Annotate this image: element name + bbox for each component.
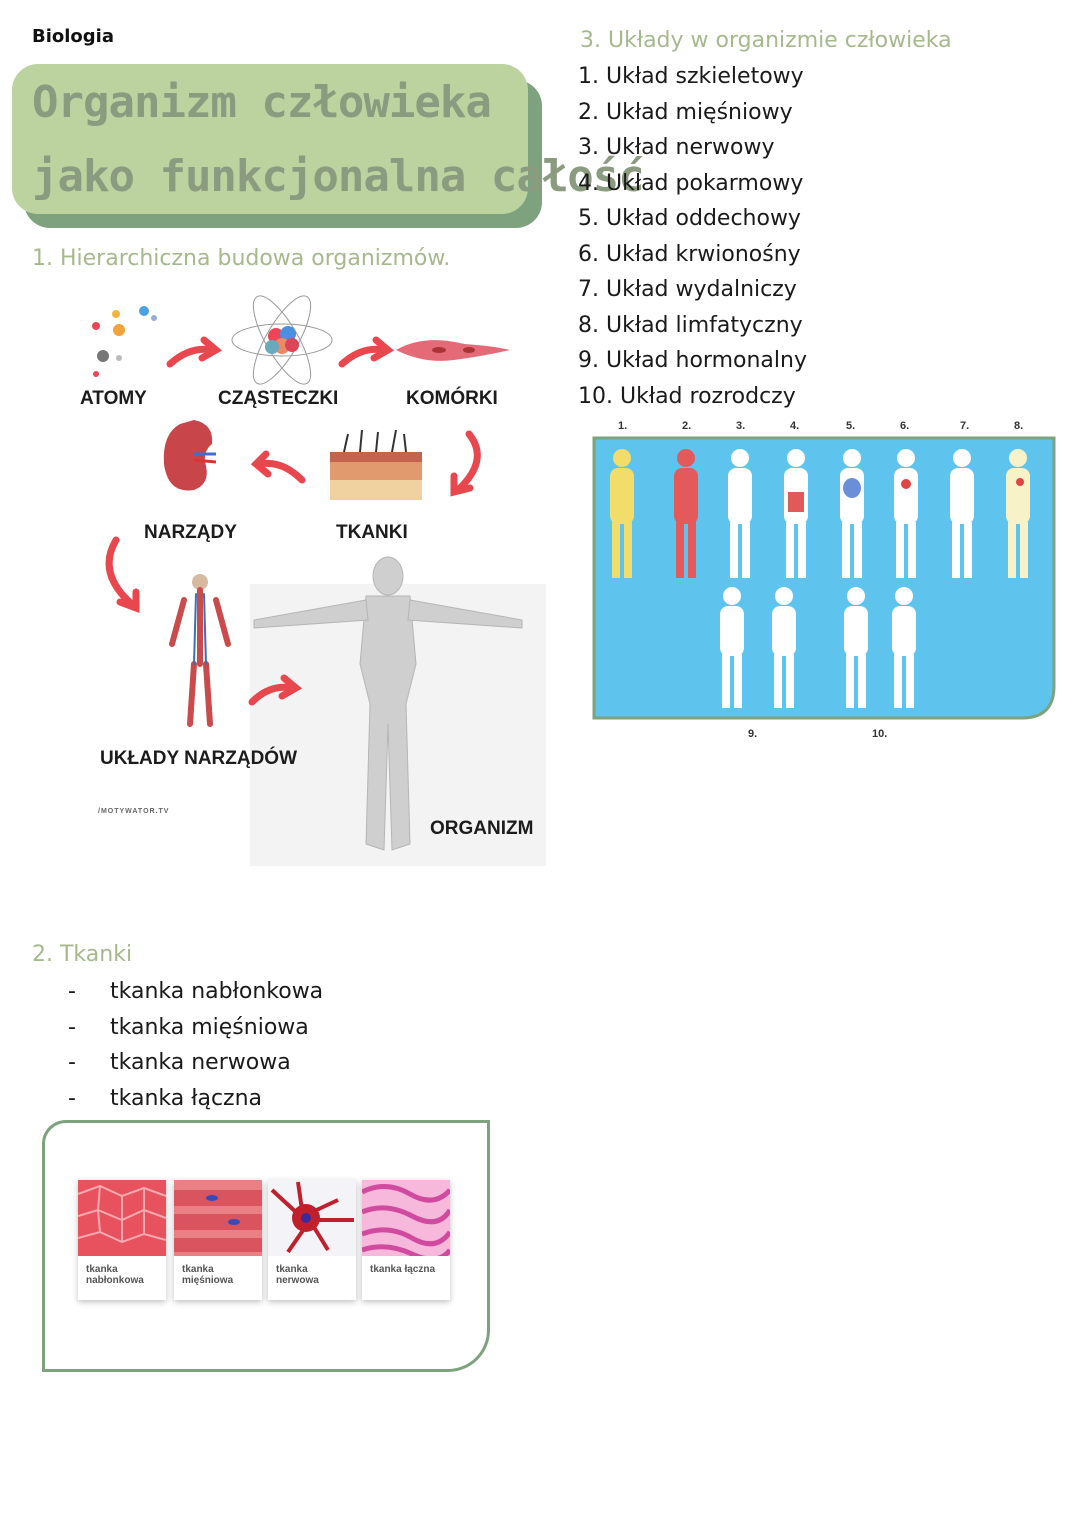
figure-number-7: 7. [960,420,970,432]
organ-systems-icon [169,574,231,727]
section2-heading: 2. Tkanki [32,942,133,967]
list-dash: - [68,1014,76,1040]
muscle-tissue-image [174,1180,262,1256]
list-item-label: tkanka mięśniowa [110,1014,309,1040]
list-item: 8. Układ limfatyczny [578,312,803,338]
list-item: 10. Układ rozrodczy [578,383,796,409]
label-tissues: TKANKI [336,522,408,543]
atoms-icon [92,306,157,377]
body-figures-row1 [610,449,1030,578]
tissue-caption: tkanka nabłonkowa [86,1264,144,1286]
cells-icon [396,340,510,361]
list-item: 7. Układ wydalniczy [578,277,797,302]
list-item: 3. Układ nerwowy [578,135,775,160]
human-body-icon [253,556,523,851]
hierarchy-illustration [92,295,546,866]
figure-number-5: 5. [846,420,856,432]
tissue-caption: tkanka łączna [370,1264,436,1275]
list-item: 2. Układ mięśniowy [578,99,793,125]
body-figures-row2 [720,587,916,708]
list-item: 5. Układ oddechowy [578,206,801,231]
epithelial-tissue-image [78,1180,166,1256]
subject-label: Biologia [32,26,114,47]
tissue-images-frame [42,1120,490,1372]
list-item-label: tkanka nerwowa [110,1050,291,1075]
tissue-card-connective: tkanka łączna [362,1180,450,1300]
title-line-1: Organizm człowieka [32,77,492,128]
tissues-list: - tkanka nabłonkowa - tkanka mięśniowa - tk… [68,974,323,1116]
figure-number-10: 10. [872,728,888,740]
tissue-caption: tkanka nerwowa [276,1264,319,1286]
label-organ-systems: UKŁADY NARZĄDÓW [100,748,298,769]
list-dash: - [68,1050,76,1075]
list-item: 1. Układ szkieletowy [578,64,804,89]
list-dash: - [68,1085,76,1111]
figure-number-8: 8. [1014,420,1024,432]
molecule-icon [231,295,333,385]
tissue-card-nerve: tkanka nerwowa [268,1180,356,1300]
body-systems-illustration [592,436,1056,720]
list-item: - tkanka nabłonkowa [68,974,323,1010]
figure-number-9: 9. [748,728,758,740]
label-molecules: CZĄSTECZKI [218,388,339,409]
figure-number-4: 4. [790,420,800,432]
tissue-card-epithelial: tkanka nabłonkowa [78,1180,166,1300]
list-item: - tkanka nerwowa [68,1045,323,1081]
watermark: /MOTYWATOR.TV [98,808,170,815]
nerve-tissue-image [268,1180,356,1256]
systems-list: 1. Układ szkieletowy 2. Układ mięśniowy … [578,59,807,414]
list-item-label: tkanka łączna [110,1085,263,1111]
label-organism: ORGANIZM [430,818,534,839]
section1-heading: 1. Hierarchiczna budowa organizmów. [32,246,451,271]
list-item: 9. Układ hormonalny [578,348,807,373]
list-item: 4. Układ pokarmowy [578,170,804,196]
figure-number-6: 6. [900,420,910,432]
tissue-caption: tkanka mięśniowa [182,1264,234,1286]
label-cells: KOMÓRKI [406,388,498,409]
list-item-label: tkanka nabłonkowa [110,979,324,1004]
section3-heading: 3. Układy w organizmie człowieka [580,28,952,53]
list-dash: - [68,979,76,1004]
figure-number-3: 3. [736,420,746,432]
label-organs: NARZĄDY [144,522,237,543]
list-item: - tkanka mięśniowa [68,1010,323,1046]
figure-number-2: 2. [682,420,692,432]
body-systems-figure: 1. 2. 3. 4. 5. 6. 7. 8. 9. 10. [590,416,1058,746]
tissue-icon [330,429,422,500]
title-box: Organizm człowieka jako funkcjonalna cał… [12,64,645,214]
label-atoms: ATOMY [80,388,147,409]
list-item: - tkanka łączna [68,1081,323,1117]
connective-tissue-image [362,1180,450,1256]
figure-number-1: 1. [618,420,628,432]
hierarchy-figure: ATOMY CZĄSTECZKI KOMÓRKI NARZĄDY TKANKI … [44,284,546,868]
list-item: 6. Układ krwionośny [578,241,801,267]
kidney-icon [163,420,217,491]
tissue-card-muscle: tkanka mięśniowa [174,1180,262,1300]
flow-arrows [105,336,481,706]
title-line-2: jako funkcjonalna całość [32,151,645,202]
